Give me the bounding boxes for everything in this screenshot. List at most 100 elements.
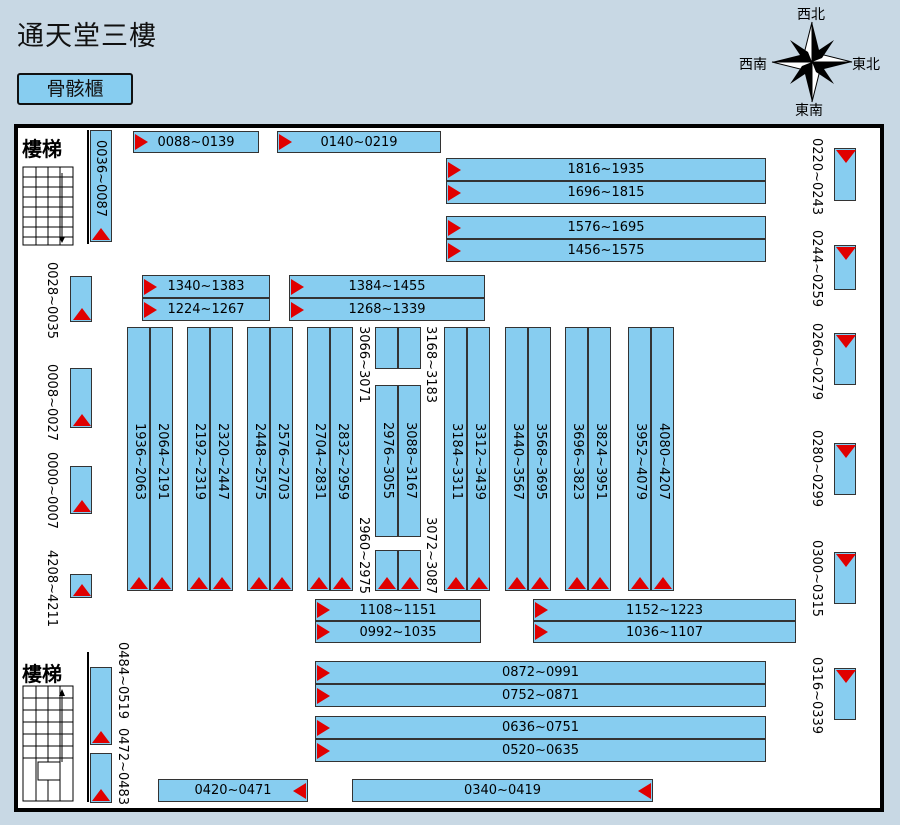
marker-triangle-icon [836, 554, 856, 567]
rack-2976-3055[interactable]: 2976~3055 [375, 385, 398, 537]
rack-label: 0992~1035 [359, 624, 437, 640]
rack-label: 0636~0751 [501, 720, 580, 735]
rack-3184-3311[interactable]: 3184~3311 [444, 327, 467, 591]
marker-triangle-icon [535, 624, 548, 640]
rack-2576-2703[interactable]: 2576~2703 [270, 327, 293, 591]
rack-0520-0635[interactable]: 0520~0635 [315, 739, 766, 762]
rack-1696-1815[interactable]: 1696~1815 [446, 181, 766, 204]
rack-label: 0244~0259 [809, 230, 824, 308]
marker-triangle-icon [401, 577, 419, 589]
rack-1340-1383[interactable]: 1340~1383 [142, 275, 270, 298]
marker-triangle-icon [836, 445, 856, 458]
rack-label: 3168~3183 [423, 326, 438, 404]
rack-0752-0871[interactable]: 0752~0871 [315, 684, 766, 707]
rack-1036-1107[interactable]: 1036~1107 [533, 621, 796, 643]
rack-label: 0300~0315 [809, 540, 824, 618]
stairs-label-2: 樓梯 [22, 662, 62, 686]
rack-label: 0008~0027 [44, 364, 59, 442]
rack-3952-4079[interactable]: 3952~4079 [628, 327, 651, 591]
marker-triangle-icon [92, 789, 110, 801]
rack-label: 0520~0635 [501, 743, 580, 758]
rack-2064-2191[interactable]: 2064~2191 [150, 327, 173, 591]
rack-0872-0991[interactable]: 0872~0991 [315, 661, 766, 684]
rack-label: 2448~2575 [252, 423, 267, 501]
staircase-icon-2 [22, 685, 74, 802]
rack-1152-1223[interactable]: 1152~1223 [533, 599, 796, 621]
rack-0008-0027[interactable] [70, 368, 92, 428]
rack-0992-1035[interactable]: 0992~1035 [315, 621, 481, 643]
rack-label: 0280~0299 [809, 430, 824, 508]
rack-2192-2319[interactable]: 2192~2319 [187, 327, 210, 591]
marker-triangle-icon [250, 577, 268, 589]
page-title: 通天堂三樓 [17, 21, 157, 52]
rack-1576-1695[interactable]: 1576~1695 [446, 216, 766, 239]
rack-1224-1267[interactable]: 1224~1267 [142, 298, 270, 321]
rack-1456-1575[interactable]: 1456~1575 [446, 239, 766, 262]
rack-2704-2831[interactable]: 2704~2831 [307, 327, 330, 591]
rack-1384-1455[interactable]: 1384~1455 [289, 275, 485, 298]
rack-1816-1935[interactable]: 1816~1935 [446, 158, 766, 181]
rack-1936-2063[interactable]: 1936~2063 [127, 327, 150, 591]
stairs-label: 樓梯 [22, 137, 62, 161]
marker-triangle-icon [310, 577, 328, 589]
rack-0636-0751[interactable]: 0636~0751 [315, 716, 766, 739]
rack-2960-2975[interactable] [375, 550, 398, 591]
section-tag-button[interactable]: 骨骸櫃 [17, 73, 133, 105]
compass-west-label: 西南 [739, 57, 767, 73]
rack-label: 0752~0871 [501, 688, 580, 703]
rack-0472-0483[interactable] [90, 753, 112, 803]
rack-4080-4207[interactable]: 4080~4207 [651, 327, 674, 591]
rack-3066-3071-b[interactable] [398, 327, 421, 369]
marker-triangle-icon [638, 783, 651, 799]
marker-triangle-icon [92, 731, 110, 743]
rack-0484-0519[interactable] [90, 667, 112, 745]
rack-0300-0315[interactable] [834, 552, 856, 604]
rack-label: 1340~1383 [167, 279, 245, 294]
rack-2832-2959[interactable]: 2832~2959 [330, 327, 353, 591]
rack-2320-2447[interactable]: 2320~2447 [210, 327, 233, 591]
rack-0000-0007[interactable] [70, 466, 92, 514]
rack-0028-0035[interactable] [70, 276, 92, 322]
rack-3568-3695[interactable]: 3568~3695 [528, 327, 551, 591]
rack-label: 1268~1339 [348, 302, 426, 317]
rack-0088-0139[interactable]: 0088~0139 [133, 131, 259, 153]
rack-3072-3087[interactable] [398, 550, 421, 591]
marker-triangle-icon [317, 665, 330, 681]
marker-triangle-icon [130, 577, 148, 589]
rack-label: 0220~0243 [809, 138, 824, 216]
rack-0340-0419[interactable]: 0340~0419 [352, 779, 653, 802]
rack-0140-0219[interactable]: 0140~0219 [277, 131, 441, 153]
rack-2448-2575[interactable]: 2448~2575 [247, 327, 270, 591]
rack-0280-0299[interactable] [834, 443, 856, 495]
rack-3312-3439[interactable]: 3312~3439 [467, 327, 490, 591]
marker-triangle-icon [273, 577, 291, 589]
marker-triangle-icon [73, 414, 91, 426]
rack-3088-3167[interactable]: 3088~3167 [398, 385, 421, 537]
rack-label: 1936~2063 [132, 423, 147, 501]
rack-label: 1816~1935 [567, 162, 645, 177]
marker-triangle-icon [508, 577, 526, 589]
rack-0316-0339[interactable] [834, 668, 856, 720]
rack-3440-3567[interactable]: 3440~3567 [505, 327, 528, 591]
rack-1108-1151[interactable]: 1108~1151 [315, 599, 481, 621]
marker-triangle-icon [293, 783, 306, 799]
rack-3066-3071-a[interactable] [375, 327, 398, 369]
marker-triangle-icon [291, 279, 304, 295]
marker-triangle-icon [448, 220, 461, 236]
rack-0244-0259[interactable] [834, 245, 856, 290]
rack-4208-4211[interactable] [70, 574, 92, 598]
rack-label: 2832~2959 [335, 423, 350, 501]
rack-3824-3951[interactable]: 3824~3951 [588, 327, 611, 591]
marker-triangle-icon [448, 243, 461, 259]
rack-0220-0243[interactable] [834, 148, 856, 201]
marker-triangle-icon [144, 279, 157, 295]
marker-triangle-icon [317, 688, 330, 704]
rack-1268-1339[interactable]: 1268~1339 [289, 298, 485, 321]
rack-0036-0087[interactable] [90, 130, 112, 242]
rack-0420-0471[interactable]: 0420~0471 [158, 779, 308, 802]
rack-label: 2064~2191 [155, 423, 170, 501]
rack-label: 1576~1695 [567, 220, 645, 235]
marker-triangle-icon [190, 577, 208, 589]
rack-3696-3823[interactable]: 3696~3823 [565, 327, 588, 591]
rack-0260-0279[interactable] [834, 333, 856, 385]
